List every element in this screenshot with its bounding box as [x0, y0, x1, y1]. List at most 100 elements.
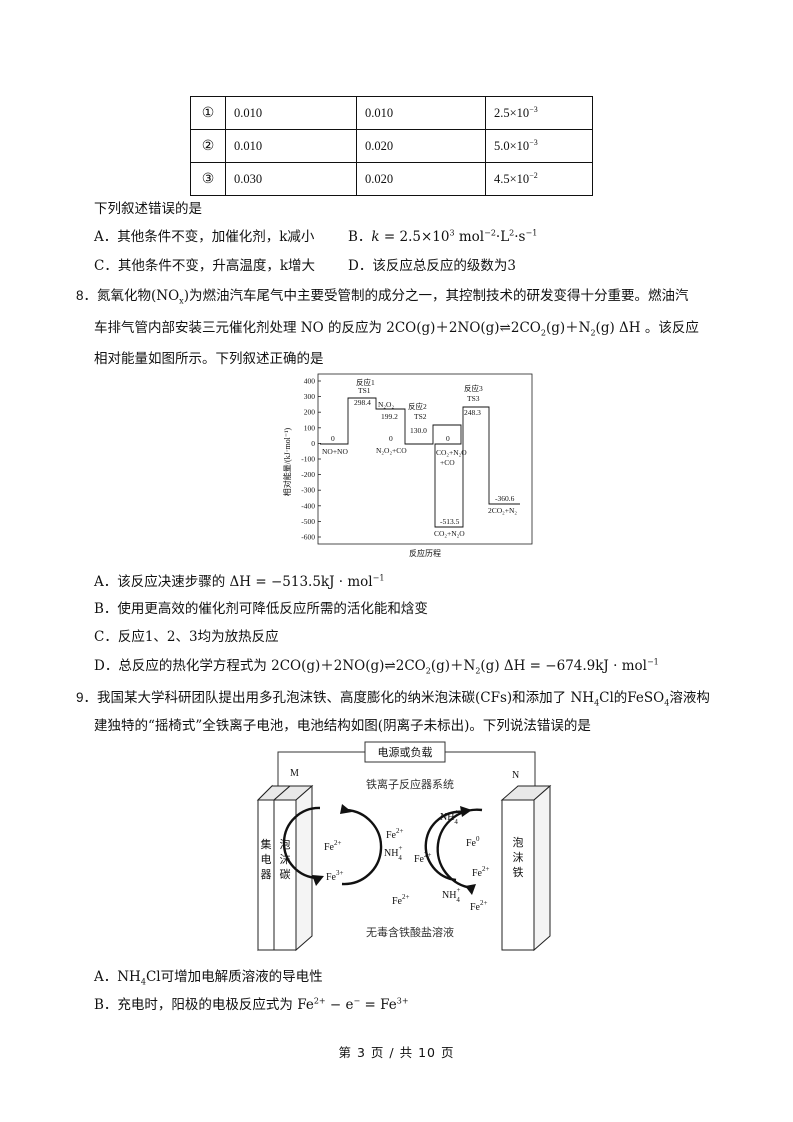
- q8-line-2: 车排气管内部安装三元催化剂处理 NO 的反应为 2CO(g)＋2NO(g)⇌2C…: [94, 320, 699, 338]
- label-low: CO₂+N₂O: [434, 529, 465, 538]
- y-tick-label: 300: [304, 392, 316, 401]
- q8-option-c: C．反应1、2、3均为放热反应: [94, 629, 279, 645]
- ion-nh4-c: NH+4: [442, 886, 460, 904]
- label-n2o2: N₂O₂: [378, 400, 394, 409]
- q9-option-b: B．充电时，阳极的电极反应式为 Fe2+ − e− = Fe3+: [94, 996, 409, 1013]
- left-arrowhead-1: [312, 875, 324, 886]
- right-arrowhead-1: [465, 884, 476, 895]
- y-tick-label: 200: [304, 408, 316, 417]
- ion-fe2-d: Fe2+: [470, 899, 488, 913]
- q7-option-a: A．其他条件不变，加催化剂，k减小: [94, 229, 315, 245]
- iron-char-1: 泡: [513, 835, 524, 849]
- carbon-char-3: 碳: [280, 867, 291, 881]
- label-low-val: -513.5: [440, 517, 460, 526]
- label-n: N: [512, 770, 519, 781]
- table-cell: ①: [190, 96, 226, 130]
- left-arrowhead-2: [340, 804, 352, 814]
- x-axis-label: 反应历程: [409, 548, 441, 558]
- plot-frame: [317, 373, 533, 545]
- ion-fe2-a: Fe2+: [386, 827, 404, 841]
- y-tick-label: -200: [301, 470, 315, 479]
- power-box: [364, 741, 446, 763]
- table-cell: 0.010: [225, 96, 357, 130]
- q8-line-1: 8．氮氧化物(NOx)为燃油汽车尾气中主要受管制的成分之一，其控制技术的研发变得…: [76, 288, 689, 306]
- y-tick-label: -100: [301, 455, 315, 464]
- label-n2o2-val: 199.2: [381, 412, 398, 421]
- label-ts2: TS2: [414, 412, 427, 421]
- q8-line-3: 相对能量如图所示。下列叙述正确的是: [94, 351, 324, 367]
- iron-char-3: 铁: [513, 866, 524, 879]
- q8-option-d: D．总反应的热化学方程式为 2CO(g)＋2NO(g)⇌2CO2(g)＋N2(g…: [94, 657, 659, 676]
- table-cell: 0.020: [356, 129, 486, 163]
- wire-left: [277, 751, 365, 786]
- label-end-val: -360.6: [495, 494, 515, 503]
- label-i3-val: 0: [446, 434, 450, 443]
- y-tick-label: -400: [301, 501, 315, 510]
- q8-option-a: A．该反应决速步骤的 ΔH = −513.5kJ · mol−1: [94, 573, 385, 590]
- collector-char-2: 电: [261, 853, 272, 866]
- left-fe2: Fe2+: [324, 839, 342, 853]
- label-start-val: 0: [331, 434, 335, 443]
- label-end: 2CO₂+N₂: [488, 506, 517, 515]
- ion-fe2-c: Fe2+: [392, 893, 410, 907]
- iron-char-2: 沫: [513, 851, 524, 864]
- label-ts2-val: 130.0: [410, 426, 427, 435]
- table-cell: 0.010: [225, 129, 357, 163]
- table-cell: ②: [190, 129, 226, 163]
- page-footer: 第 3 页 / 共 10 页: [338, 1045, 455, 1060]
- label-i2-val: 0: [389, 434, 393, 443]
- y-tick-label: -600: [301, 533, 315, 542]
- y-axis-label: 相对能量/(kJ·mol⁻¹): [282, 427, 292, 496]
- table-cell: 0.030: [225, 162, 357, 196]
- battery-structure-diagram: 电源或负载 M N 铁离子反应器系统 集 电 器 泡 沫 碳 泡 沫 铁 Fe2…: [256, 741, 552, 952]
- label-i3b: +CO: [440, 458, 455, 467]
- right-arrowhead-2: [460, 806, 472, 817]
- q8-option-b: B．使用更高效的催化剂可降低反应所需的活化能和焓变: [94, 601, 428, 617]
- q7-stem: 下列叙述错误的是: [94, 201, 202, 217]
- y-tick-label: -500: [301, 517, 315, 526]
- table-cell: ③: [190, 162, 226, 196]
- label-start: NO+NO: [322, 447, 348, 456]
- ion-fe2-b: Fe2+: [414, 851, 432, 865]
- solution-label: 无毒含铁酸盐溶液: [366, 925, 454, 939]
- left-fe3: Fe3+: [326, 869, 344, 883]
- label-ts2-rxn: 反应2: [408, 401, 427, 411]
- ion-nh4-b: NH+4: [440, 808, 458, 826]
- power-label: 电源或负载: [378, 745, 433, 759]
- collector-char-1: 集: [261, 837, 272, 851]
- label-ts3-val: 248.3: [464, 408, 481, 417]
- energy-profile-diagram: 400 300 200 100 0 -100 -200 -300 -400 -500 -600 相对…: [282, 373, 533, 558]
- q9-option-a: A．NH4Cl可增加电解质溶液的导电性: [94, 969, 323, 987]
- system-label: 铁离子反应器系统: [366, 777, 454, 791]
- y-tick-label: 400: [304, 377, 316, 386]
- y-tick-label: 100: [304, 423, 316, 432]
- y-tick-label: -300: [301, 486, 315, 495]
- table-cell-rate: 4.5×10−2: [485, 162, 593, 196]
- table-cell-rate: 5.0×10−3: [485, 129, 593, 163]
- label-ts3: TS3: [467, 394, 480, 403]
- label-ts1: TS1: [358, 386, 371, 395]
- q7-option-b: B．k = 2.5×103 mol−2·L2·s−1: [348, 228, 538, 245]
- left-cycle-arrow-1: [282, 806, 321, 880]
- ion-nh4-a: NH+4: [384, 844, 402, 862]
- label-ts1-rxn: 反应1: [356, 377, 375, 387]
- table-cell-rate: 2.5×10−3: [485, 96, 593, 130]
- label-ts1-val: 298.4: [354, 398, 371, 407]
- q7-option-c: C．其他条件不变，升高温度，k增大: [94, 258, 316, 274]
- label-i2: N₂O₂+CO: [376, 446, 407, 455]
- wire-right: [445, 751, 536, 786]
- right-fe0: Fe0: [466, 835, 480, 849]
- right-fe2: Fe2+: [472, 865, 490, 879]
- label-m: M: [290, 768, 299, 779]
- label-ts3-rxn: 反应3: [464, 383, 483, 393]
- q9-line-2: 建独特的“摇椅式”全铁离子电池，电池结构如图(阴离子未标出)。下列说法错误的是: [94, 718, 591, 734]
- energy-path: [320, 397, 520, 528]
- table-cell: 0.020: [356, 162, 486, 196]
- left-cycle-arrow-2: [341, 808, 383, 886]
- foam-iron-plate: [501, 799, 535, 951]
